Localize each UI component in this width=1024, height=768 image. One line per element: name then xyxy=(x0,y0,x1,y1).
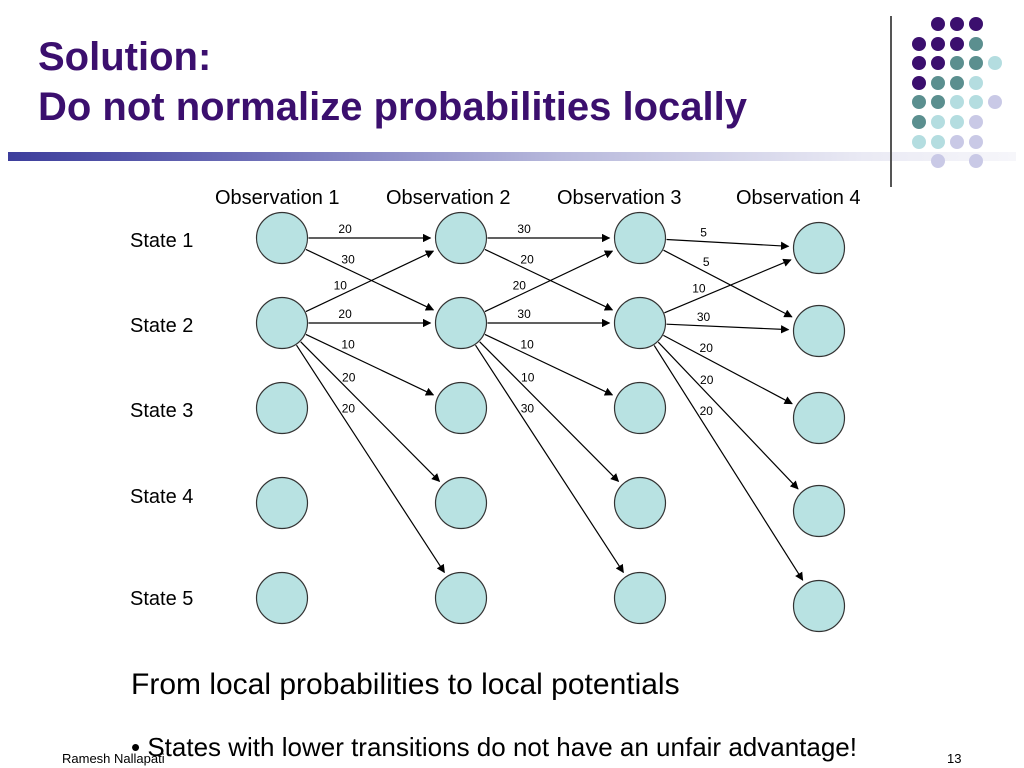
transition-arrow-obs3-s2-to-s1 xyxy=(664,258,792,314)
transition-weight-obs1-s1-to-s1: 20 xyxy=(338,222,352,236)
slide-title: Solution: Do not normalize probabilities… xyxy=(38,32,747,132)
transition-weight-obs1-s2-to-s1: 10 xyxy=(334,278,348,292)
transition-arrow-obs1-s2-to-s5 xyxy=(295,344,445,574)
transition-arrow-obs3-s2-to-s2 xyxy=(666,323,790,334)
transition-arrow-obs3-s2-to-s4 xyxy=(657,341,799,490)
state-node-obs2-state1 xyxy=(434,211,488,265)
transition-arrow-obs3-s2-to-s5 xyxy=(653,345,804,581)
transition-arrow-obs1-s1-to-s2 xyxy=(305,248,435,311)
transition-weight-obs3-s1-to-s1: 5 xyxy=(700,226,707,240)
subheading: From local probabilities to local potent… xyxy=(131,668,680,701)
state-node-obs4-state5 xyxy=(792,579,846,633)
state-1-label: State 1 xyxy=(130,230,194,252)
state-5-label: State 5 xyxy=(130,588,194,610)
state-node-obs3-state1 xyxy=(613,211,667,265)
observation-1-label: Observation 1 xyxy=(215,187,340,209)
transition-arrow-obs2-s1-to-s2 xyxy=(484,248,614,311)
transition-weight-obs2-s2-to-s5: 30 xyxy=(521,402,535,416)
transition-weight-obs2-s1-to-s1: 30 xyxy=(517,222,531,236)
transition-weight-obs2-s2-to-s4: 10 xyxy=(521,370,535,384)
transition-arrow-obs3-s1-to-s1 xyxy=(666,238,790,251)
transition-weight-obs3-s2-to-s5: 20 xyxy=(700,404,714,418)
transition-arrow-obs2-s2-to-s3 xyxy=(484,333,614,396)
state-2-label: State 2 xyxy=(130,315,194,337)
footer-author: Ramesh Nallapati xyxy=(62,751,165,766)
state-node-obs4-state4 xyxy=(792,484,846,538)
page-number: 13 xyxy=(947,751,962,766)
transition-weight-obs2-s2-to-s3: 10 xyxy=(520,337,534,351)
state-node-obs3-state3 xyxy=(613,381,667,435)
decorative-vertical-line xyxy=(890,16,892,187)
state-node-obs4-state3 xyxy=(792,391,846,445)
state-node-obs3-state5 xyxy=(613,571,667,625)
state-node-obs2-state2 xyxy=(434,296,488,350)
observation-2-label: Observation 2 xyxy=(386,187,511,209)
transition-weight-obs3-s1-to-s2: 5 xyxy=(703,255,710,269)
state-node-obs1-state5 xyxy=(255,571,309,625)
transition-weight-obs1-s2-to-s5: 20 xyxy=(342,402,356,416)
transition-arrow-obs1-s2-to-s4 xyxy=(300,341,441,482)
state-4-label: State 4 xyxy=(130,486,194,508)
state-node-obs4-state2 xyxy=(792,304,846,358)
transition-weight-obs1-s2-to-s2: 20 xyxy=(338,307,352,321)
transition-weight-obs1-s2-to-s4: 20 xyxy=(342,370,356,384)
transition-weight-obs3-s2-to-s2: 30 xyxy=(697,310,711,324)
state-node-obs1-state3 xyxy=(255,381,309,435)
state-node-obs2-state3 xyxy=(434,381,488,435)
transition-weight-obs3-s2-to-s4: 20 xyxy=(700,373,714,387)
transition-weight-obs3-s2-to-s3: 20 xyxy=(700,341,714,355)
transition-weight-obs2-s2-to-s2: 30 xyxy=(517,307,531,321)
state-node-obs1-state2 xyxy=(255,296,309,350)
transition-arrow-obs3-s2-to-s3 xyxy=(663,334,793,405)
state-node-obs1-state4 xyxy=(255,476,309,530)
observation-3-label: Observation 3 xyxy=(557,187,682,209)
observation-4-label: Observation 4 xyxy=(736,187,861,209)
state-node-obs3-state4 xyxy=(613,476,667,530)
transition-weight-obs2-s1-to-s2: 20 xyxy=(520,252,534,266)
transition-arrow-obs1-s2-to-s1 xyxy=(305,250,435,313)
transition-arrow-obs2-s2-to-s1 xyxy=(484,250,614,313)
transition-weight-obs1-s1-to-s2: 30 xyxy=(341,252,355,266)
transition-weight-obs1-s2-to-s3: 10 xyxy=(341,337,355,351)
transition-arrow-obs2-s2-to-s4 xyxy=(479,341,620,482)
state-node-obs4-state1 xyxy=(792,221,846,275)
state-node-obs1-state1 xyxy=(255,211,309,265)
bullet-point: • States with lower transitions do not h… xyxy=(131,732,857,762)
transition-arrow-obs2-s2-to-s5 xyxy=(474,344,624,574)
state-node-obs2-state4 xyxy=(434,476,488,530)
transition-arrow-obs3-s1-to-s2 xyxy=(663,249,793,318)
transition-weight-obs3-s2-to-s1: 10 xyxy=(692,282,706,296)
transition-weight-obs2-s2-to-s1: 20 xyxy=(513,278,527,292)
transition-arrow-obs1-s2-to-s3 xyxy=(305,333,435,396)
state-node-obs2-state5 xyxy=(434,571,488,625)
state-node-obs3-state2 xyxy=(613,296,667,350)
title-line-1: Solution: xyxy=(38,35,212,79)
title-underline-bar xyxy=(8,152,1016,161)
state-3-label: State 3 xyxy=(130,400,194,422)
title-line-2: Do not normalize probabilities locally xyxy=(38,85,748,129)
